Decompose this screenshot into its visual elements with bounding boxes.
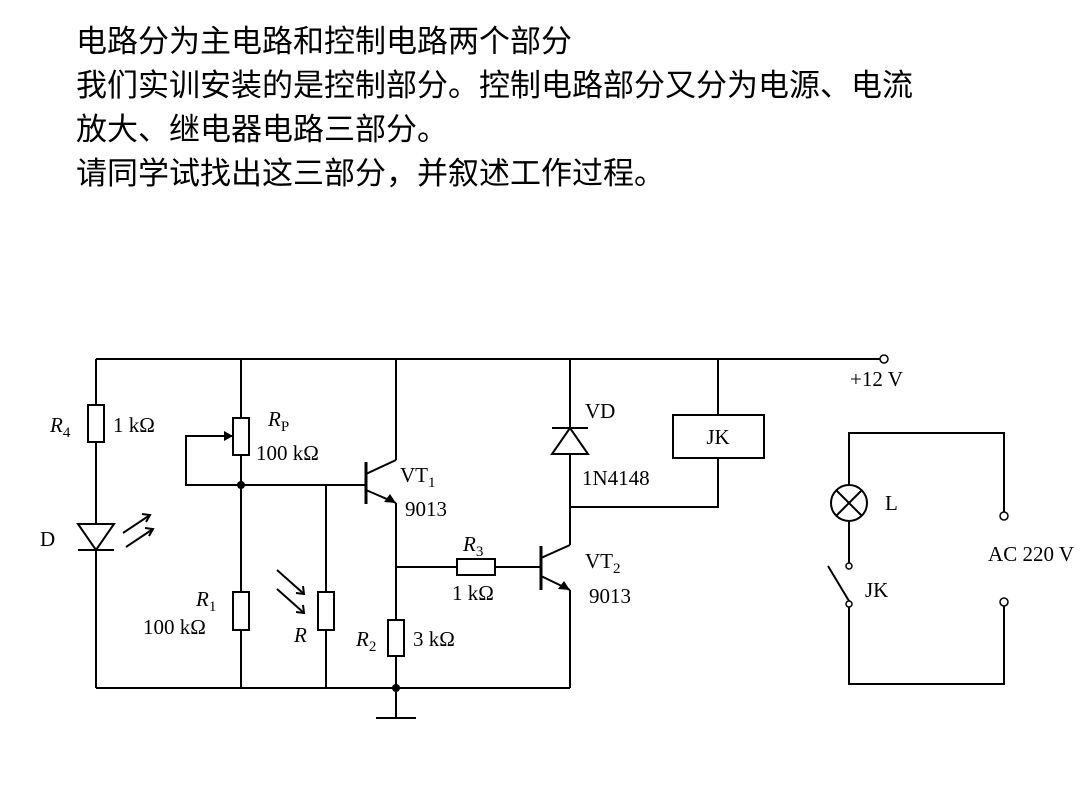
vd-model: 1N4148 — [582, 466, 650, 490]
intro-text: 电路分为主电路和控制电路两个部分 我们实训安装的是控制部分。控制电路部分又分为电… — [76, 20, 1066, 196]
ac-terminal-top — [999, 511, 1009, 521]
relay-coil-jk — [672, 414, 765, 459]
switch-label: JK — [865, 578, 888, 602]
r1-symbol: R1 — [195, 587, 216, 615]
intro-line-2: 我们实训安装的是控制部分。控制电路部分又分为电源、电流 — [76, 68, 913, 104]
ac-terminal-bottom — [999, 597, 1009, 607]
lamp-label: L — [885, 491, 898, 515]
potentiometer-rp — [224, 417, 250, 456]
r3-symbol: R3 — [462, 532, 483, 560]
vt2-model: 9013 — [589, 584, 631, 608]
led-d — [76, 513, 155, 552]
r3-value: 1 kΩ — [452, 581, 494, 605]
r4-symbol: R4 — [49, 413, 71, 441]
switch-jk — [827, 562, 853, 608]
rp-symbol: RP — [267, 407, 289, 435]
relay-label: JK — [706, 425, 729, 449]
junctions — [237, 481, 400, 692]
r-symbol: R — [293, 623, 307, 647]
resistor-r4 — [87, 404, 105, 443]
r1-value: 100 kΩ — [143, 615, 206, 639]
lamp-l — [830, 484, 868, 522]
photoresistor-r — [276, 569, 335, 631]
rp-value: 100 kΩ — [256, 441, 319, 465]
r2-value: 3 kΩ — [413, 627, 455, 651]
resistor-r3 — [456, 558, 496, 576]
intro-line-4: 请同学试找出这三部分，并叙述工作过程。 — [76, 156, 665, 192]
vt1-model: 9013 — [405, 497, 447, 521]
r2-symbol: R2 — [355, 627, 376, 655]
intro-line-1: 电路分为主电路和控制电路两个部分 — [76, 24, 572, 60]
resistor-r1 — [232, 591, 250, 631]
vt2-symbol: VT2 — [585, 549, 621, 577]
supply-terminal — [879, 354, 889, 364]
led-label: D — [40, 527, 55, 551]
ac-source-label: AC 220 V — [988, 542, 1074, 566]
wires — [95, 358, 1005, 719]
intro-line-3: 放大、继电器电路三部分。 — [76, 112, 448, 148]
resistor-r2 — [387, 619, 405, 657]
r4-value: 1 kΩ — [113, 413, 155, 437]
vt1-symbol: VT1 — [400, 463, 436, 491]
diode-vd — [550, 426, 590, 455]
vd-symbol: VD — [585, 399, 615, 423]
transistor-vt1 — [364, 459, 397, 504]
supply-label: +12 V — [850, 367, 903, 391]
transistor-vt2 — [539, 544, 571, 591]
